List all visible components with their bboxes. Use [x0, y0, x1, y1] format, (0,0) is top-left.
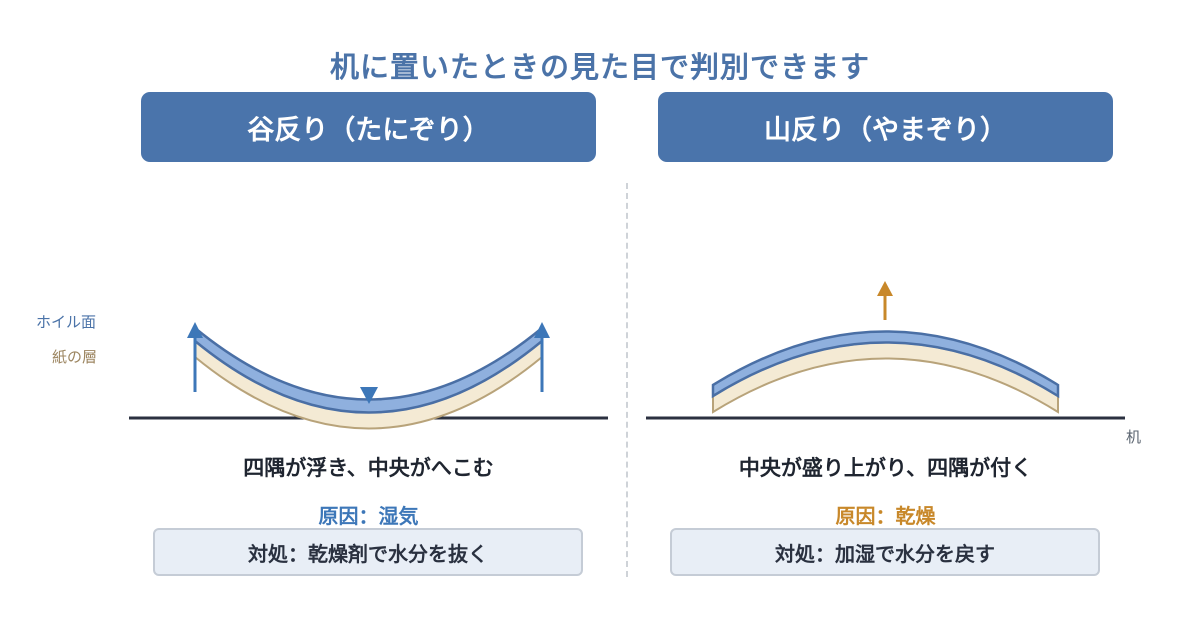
- up-arrow-icon: [877, 281, 893, 320]
- up-arrow-icon: [187, 322, 203, 392]
- desk-label: 机: [1126, 428, 1142, 446]
- mountain-remedy-text: 対処：加湿で水分を戻す: [775, 541, 995, 566]
- paper-layer-label: 紙の層: [52, 348, 98, 366]
- valley-cause: 原因：湿気: [318, 504, 419, 528]
- mountain-paper-layer: [712, 341, 1059, 414]
- valley-paper-layer: [194, 338, 543, 430]
- valley-remedy-text: 対処：乾燥剤で水分を抜く: [248, 541, 488, 566]
- up-arrow-icon: [534, 322, 550, 392]
- center-divider: [626, 183, 628, 577]
- mountain-remedy-box: 対処：加湿で水分を戻す: [670, 528, 1100, 576]
- mountain-description: 中央が盛り上がり、四隅が付く: [738, 456, 1033, 480]
- valley-warp-header: 谷反り（たにぞり）: [141, 92, 596, 162]
- down-arrow-icon: [360, 387, 378, 404]
- mountain-foil-layer: [711, 330, 1060, 399]
- page-title: 机に置いたときの見た目で判別できます: [329, 50, 870, 84]
- mountain-warp-header: 山反り（やまぞり）: [658, 92, 1113, 162]
- valley-remedy-box: 対処：乾燥剤で水分を抜く: [153, 528, 583, 576]
- foil-side-label: ホイル面: [36, 313, 97, 331]
- valley-description: 四隅が浮き、中央がへこむ: [243, 456, 494, 480]
- mountain-cause: 原因：乾燥: [835, 504, 936, 528]
